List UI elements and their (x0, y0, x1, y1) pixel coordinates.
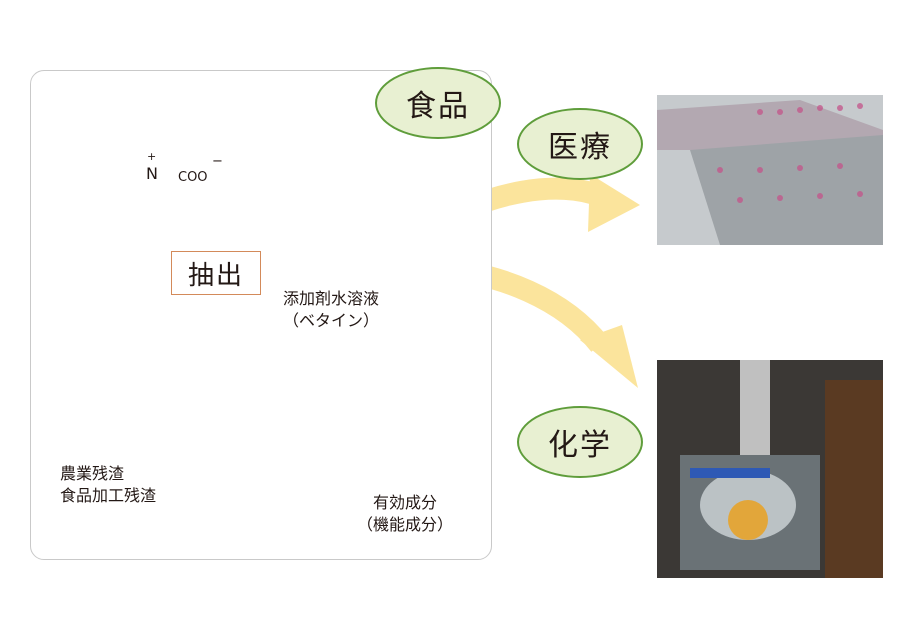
carboxylate-minus-sign: − (212, 154, 223, 169)
residue-label-line2: 食品加工残渣 (60, 486, 157, 505)
carboxylate-label: COO (178, 170, 208, 185)
active-label-line1: 有効成分 (372, 493, 437, 512)
food-ellipse: 食品 (375, 67, 501, 139)
medical-ellipse: 医療 (517, 108, 643, 180)
additive-label: 添加剤水溶液 （ベタイン） (266, 288, 396, 332)
extraction-panel (30, 70, 492, 560)
nitrogen-atom-label: N (146, 164, 158, 183)
active-ingredient-label: 有効成分 （機能成分） (345, 492, 465, 536)
microplate-photo (657, 95, 883, 245)
extraction-label-box: 抽出 (171, 251, 261, 295)
additive-label-line2: （ベタイン） (282, 311, 379, 330)
lab-apparatus-photo (657, 360, 883, 578)
chemistry-ellipse: 化学 (517, 406, 643, 478)
residue-label-line1: 農業残渣 (60, 464, 125, 483)
active-label-line2: （機能成分） (356, 515, 453, 534)
additive-label-line1: 添加剤水溶液 (282, 289, 379, 308)
residue-label: 農業残渣 食品加工残渣 (60, 463, 156, 507)
nitrogen-plus-sign: + (147, 150, 157, 163)
